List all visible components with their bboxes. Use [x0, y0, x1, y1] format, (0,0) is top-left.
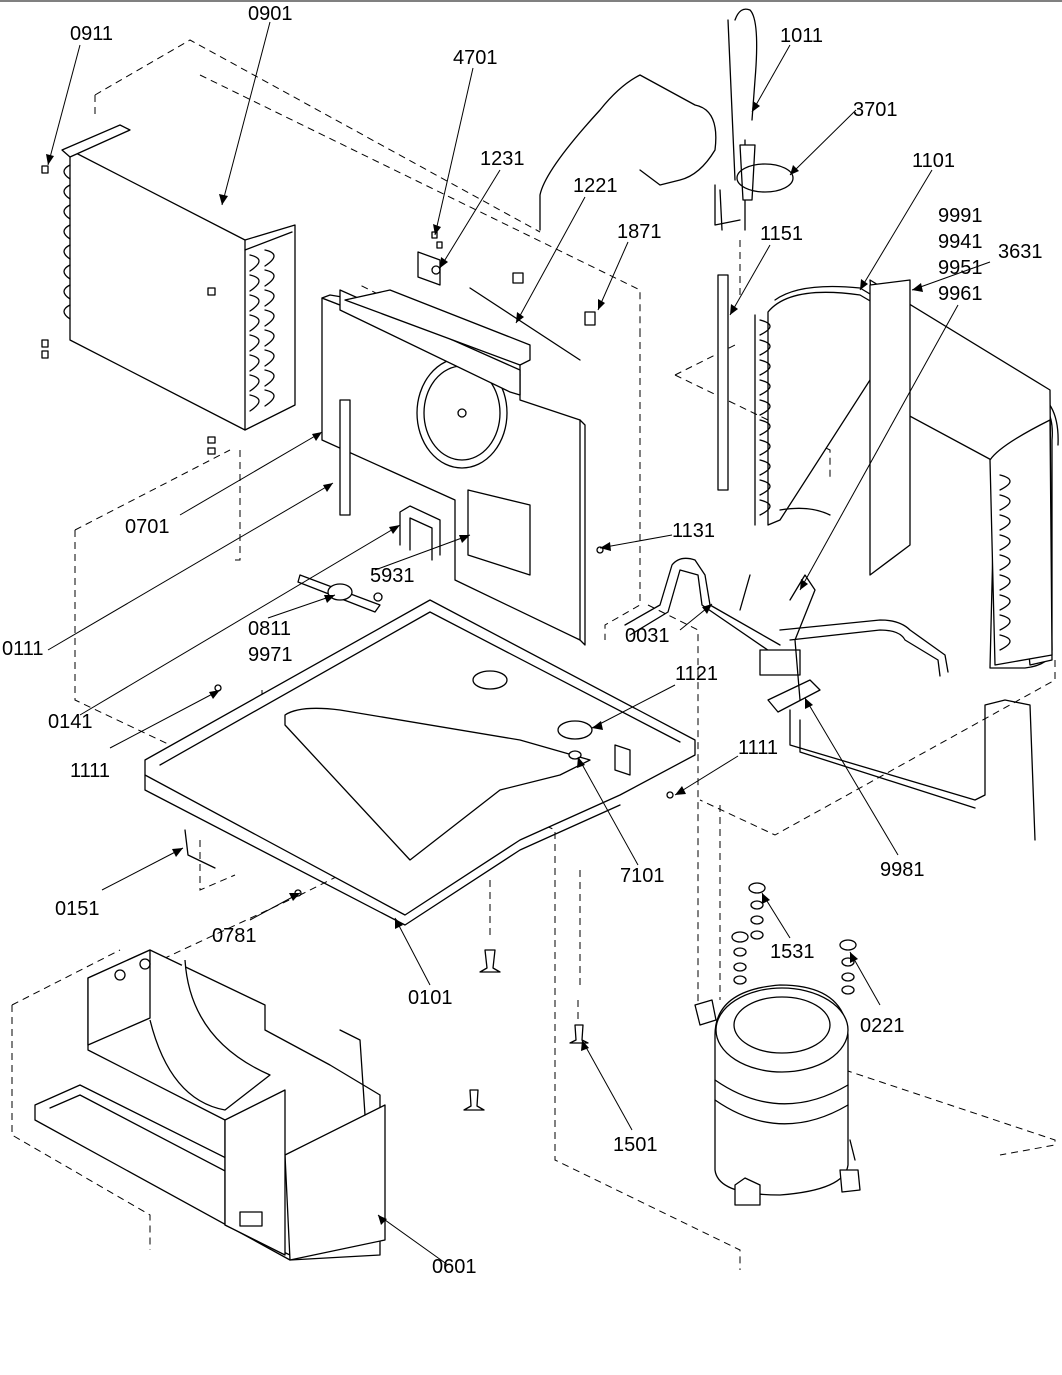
callout-0031: 0031 [625, 625, 670, 647]
compressor-grommets [731, 882, 857, 995]
callout-1531: 1531 [770, 941, 815, 963]
callout-1501: 1501 [613, 1134, 658, 1156]
callout-0781: 0781 [212, 925, 257, 947]
callout-1101: 1101 [912, 150, 955, 172]
callout-0811: 0811 [248, 618, 291, 640]
callout-0101: 0101 [408, 987, 453, 1009]
callout-1151: 1151 [760, 223, 803, 245]
callout-0151: 0151 [55, 898, 100, 920]
callout-1111-left: 1111 [70, 760, 110, 782]
callout-1131: 1131 [672, 520, 715, 542]
callout-1221: 1221 [573, 175, 618, 197]
callout-9951: 9951 [938, 257, 983, 279]
callout-9991: 9991 [938, 205, 983, 227]
capillary-tubing [539, 8, 794, 231]
fasteners [214, 546, 674, 1111]
callout-0221: 0221 [860, 1015, 905, 1037]
callout-1111-right: 1111 [738, 737, 778, 759]
leader-arrowheads [46, 101, 923, 1225]
callout-3701: 3701 [853, 99, 898, 121]
callout-0701: 0701 [125, 516, 170, 538]
condenser-coil-left [41, 124, 296, 455]
callout-4701: 4701 [453, 47, 498, 69]
callout-1871: 1871 [617, 221, 662, 243]
base-pan [144, 599, 696, 926]
callout-9971: 9971 [248, 644, 293, 666]
center-partition-panel [321, 289, 586, 646]
fan-shroud-base [34, 949, 386, 1261]
callout-3631: 3631 [998, 241, 1043, 263]
callout-0111: 0111 [2, 638, 44, 660]
callout-0601: 0601 [432, 1256, 477, 1278]
callout-1231: 1231 [480, 148, 525, 170]
callout-9981: 9981 [880, 859, 925, 881]
callout-1011: 1011 [780, 25, 823, 47]
callout-0141: 0141 [48, 711, 93, 733]
seal-strip [717, 274, 729, 491]
callout-7101: 7101 [620, 865, 665, 887]
refrigerant-lines [624, 557, 1036, 841]
side-bracket [184, 829, 216, 869]
callout-0911: 0911 [70, 23, 113, 45]
callout-9961: 9961 [938, 283, 983, 305]
callout-5931: 5931 [370, 565, 415, 587]
callout-labels: 0901 0911 4701 1231 1221 1871 1011 3701 … [2, 3, 1043, 1278]
compressor [694, 984, 861, 1206]
evaporator-coil-right [754, 279, 1059, 669]
callout-9941: 9941 [938, 231, 983, 253]
u-bracket [399, 505, 441, 561]
top-brackets [417, 231, 596, 361]
callout-1121: 1121 [675, 663, 718, 685]
callout-0901: 0901 [248, 3, 293, 25]
